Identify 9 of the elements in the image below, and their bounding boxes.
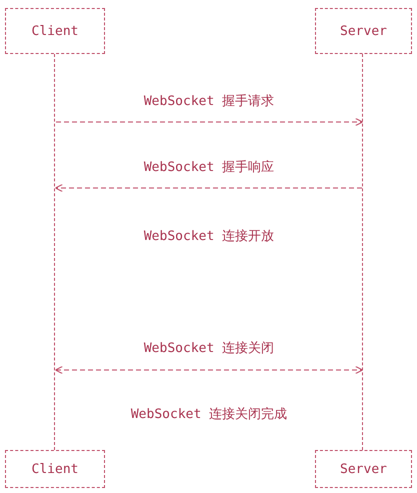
lifeline [362, 54, 364, 450]
lifeline [54, 54, 56, 450]
participant-box: Client [5, 450, 105, 488]
participant-box: Client [5, 8, 105, 54]
message-arrow [54, 366, 364, 374]
message-arrow [54, 184, 362, 192]
participant-box: Server [315, 450, 412, 488]
participant-box: Server [315, 8, 412, 54]
message-arrow [56, 118, 364, 126]
